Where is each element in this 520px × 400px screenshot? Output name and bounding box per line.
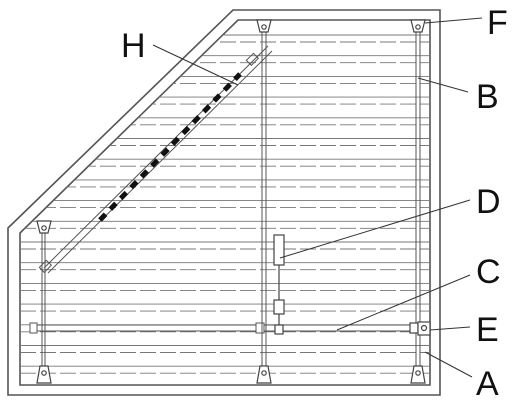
callout-b: B [476,78,499,116]
leader-line-d [279,199,471,259]
leader-line-f [424,17,483,24]
side-stop [409,321,431,336]
blind-slats [20,34,430,374]
diagonal-rail-end-top [245,52,260,67]
callout-a: A [476,365,499,400]
leader-line-a [424,351,473,378]
bottom-rail [29,322,423,334]
callout-f: F [487,4,508,42]
callout-h: H [121,27,146,65]
diagonal-rail-end-bottom [38,259,53,274]
leader-line-e [429,326,471,331]
leader-line-c [336,274,471,331]
tension-handle [273,234,285,335]
callout-e: E [476,311,499,349]
guide-strings [41,30,421,372]
bottom-rail-left-end [29,322,38,334]
callout-d: D [476,183,501,221]
bottom-brackets [36,365,426,384]
diagonal-cord [98,72,242,222]
top-brackets [36,19,426,234]
bottom-rail-mid-clip [255,322,265,334]
window-frame [7,9,441,396]
callout-c: C [476,253,501,291]
leader-line-b [417,77,469,93]
leader-line-h [152,44,239,86]
diagonal-rail [38,45,273,274]
frame-outer-edge [7,9,441,396]
leader-lines [152,17,483,378]
